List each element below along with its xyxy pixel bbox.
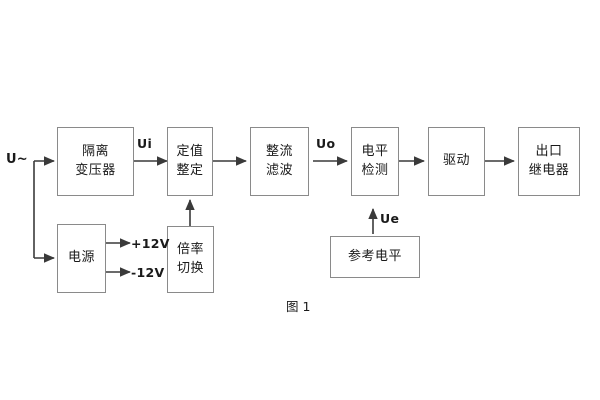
block-driver-line1: 驱动 [442,153,470,169]
block-setting-adjust[interactable]: 定值 整定 [167,127,213,196]
block-multiplier-switch-line1: 倍率 [176,241,204,257]
block-power-supply[interactable]: 电源 [57,224,106,293]
figure-caption: 图 1 [286,299,311,314]
block-multiplier-switch[interactable]: 倍率 切换 [167,226,214,293]
block-rectify-filter[interactable]: 整流 滤波 [250,127,309,196]
block-driver[interactable]: 驱动 [428,127,485,196]
block-rectify-filter-line2: 滤波 [265,162,293,178]
block-isolation-transformer-line1: 隔离 [81,143,109,159]
input-label: U~ [6,152,28,167]
block-isolation-transformer-line2: 变压器 [75,162,116,178]
block-isolation-transformer[interactable]: 隔离 变压器 [57,127,134,196]
block-setting-adjust-line2: 整定 [176,162,204,178]
block-power-supply-line1: 电源 [67,250,95,266]
block-rectify-filter-line1: 整流 [265,143,293,159]
block-output-relay[interactable]: 出口 继电器 [518,127,580,196]
block-level-detect-line1: 电平 [361,143,389,159]
power-rail-label-negative: -12V [131,265,165,280]
input-branch-wire [33,156,55,263]
signal-label-ue: Ue [380,211,400,226]
signal-label-ui: Ui [137,136,153,151]
block-output-relay-line1: 出口 [535,143,563,159]
block-output-relay-line2: 继电器 [528,162,570,178]
block-level-detect-line2: 检测 [361,162,389,178]
power-rail-label-positive: +12V [131,236,170,251]
signal-label-uo: Uo [316,136,336,151]
block-reference-level[interactable]: 参考电平 [330,236,420,278]
block-setting-adjust-line1: 定值 [176,143,204,159]
block-reference-level-line1: 参考电平 [347,248,402,264]
block-level-detect[interactable]: 电平 检测 [351,127,399,196]
block-multiplier-switch-line2: 切换 [176,260,204,276]
